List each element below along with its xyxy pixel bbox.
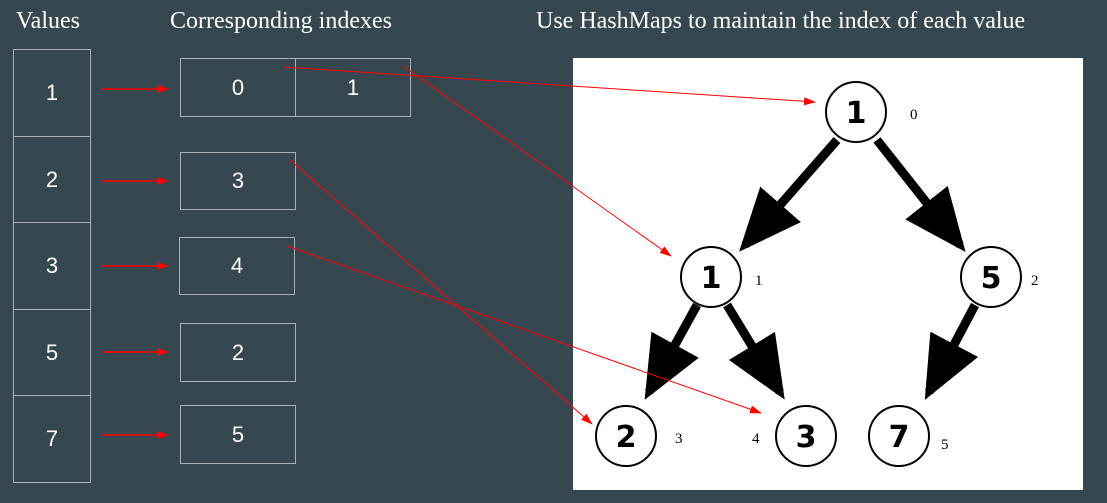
tree-node-left: 1: [680, 246, 742, 308]
value-to-index-arrows: [102, 85, 169, 439]
tree-edge-2-5: [924, 302, 979, 400]
node-value-5: 7: [889, 420, 910, 455]
node-index-5: 5: [941, 437, 949, 453]
values-heading: Values: [16, 8, 80, 34]
tree-edge-0-1: [739, 137, 841, 252]
value-cell-7: 7: [13, 395, 91, 483]
tree-edge-1-3: [644, 302, 701, 400]
node-index-3: 3: [675, 431, 683, 447]
index-cell-3: 4: [179, 237, 295, 295]
index-cell-5: 2: [180, 323, 296, 382]
tree-edges: [644, 137, 979, 400]
tree-node-left-right: 3: [775, 405, 837, 467]
tree-node-left-left: 2: [595, 405, 657, 467]
node-value-0: 1: [846, 96, 867, 131]
tree-node-right: 5: [960, 246, 1022, 308]
node-value-2: 5: [981, 261, 1002, 296]
arrow-index-4: [286, 245, 762, 414]
node-value-1: 1: [701, 261, 722, 296]
node-index-1: 1: [755, 273, 763, 289]
index-cell-2: 3: [180, 152, 296, 210]
tree-node-root: 1: [825, 81, 887, 143]
index-to-node-arrows: [282, 65, 816, 425]
node-value-3: 2: [616, 420, 637, 455]
arrow-index-0: [282, 66, 816, 106]
tree-node-right-left: 7: [868, 405, 930, 467]
arrow-index-3: [289, 159, 593, 425]
node-index-4: 4: [752, 431, 760, 447]
node-value-4: 3: [796, 420, 817, 455]
index-cell-7: 5: [180, 405, 296, 464]
node-index-2: 2: [1031, 273, 1039, 289]
tree-edge-0-2: [873, 137, 966, 253]
index-cell-1b: 1: [295, 58, 411, 117]
indexes-heading: Corresponding indexes: [170, 8, 392, 34]
tree-edge-1-4: [723, 302, 785, 400]
arrow-index-1: [402, 65, 672, 257]
node-index-0: 0: [910, 107, 918, 123]
hashmap-heading: Use HashMaps to maintain the index of ea…: [536, 8, 1026, 34]
